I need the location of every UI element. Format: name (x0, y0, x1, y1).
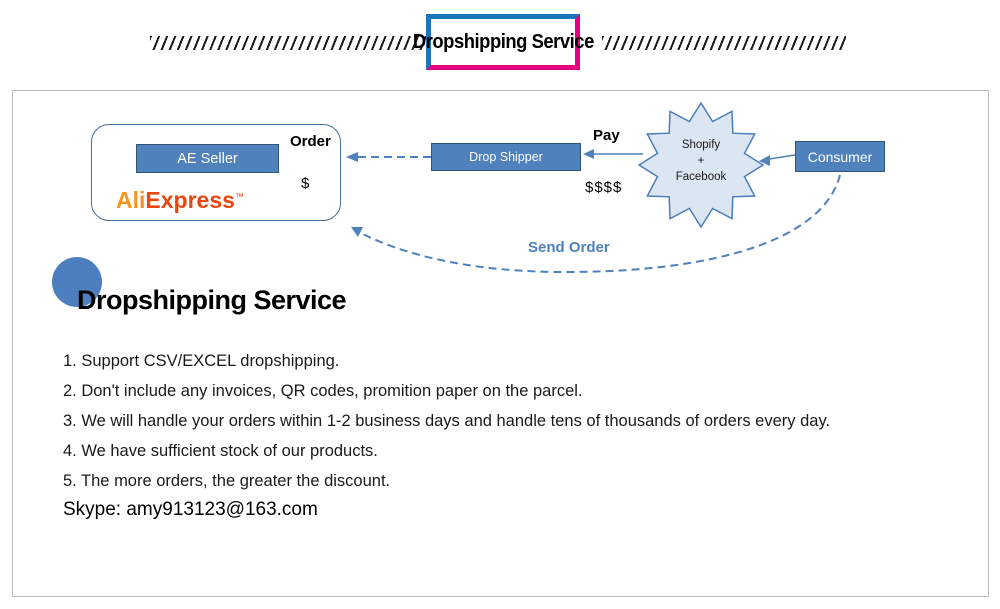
consumer-arrow-head (759, 155, 770, 166)
consumer-box: Consumer (795, 141, 885, 172)
ae-seller-box: AE Seller (136, 144, 279, 173)
blue-circle-decoration (52, 257, 102, 307)
hatch-right-decoration (602, 36, 846, 50)
list-item: 1. Support CSV/EXCEL dropshipping. (63, 352, 340, 370)
skype-contact: Skype: amy913123@163.com (63, 499, 318, 520)
aliexpress-logo-express: Express (145, 187, 235, 213)
main-content-box: AE Seller AliExpress™ Order $ Drop Shipp… (12, 90, 989, 597)
send-order-label: Send Order (528, 239, 610, 256)
star-line-plus: + (697, 155, 705, 167)
star-line-facebook: Facebook (675, 171, 727, 183)
list-item: 2. Don't include any invoices, QR codes,… (63, 382, 583, 400)
pay-arrow-head (583, 149, 594, 159)
aliexpress-logo-ali: Ali (116, 187, 146, 213)
pay-label: Pay (593, 127, 620, 144)
banner-title-brackets: Dropshipping Service (413, 14, 594, 70)
order-label: Order (290, 133, 331, 150)
trademark-symbol: ™ (234, 191, 244, 202)
consumer-arrow-line (762, 154, 796, 161)
banner-title: Dropshipping Service (412, 30, 594, 53)
dollar-label: $ (301, 175, 310, 192)
star-line-shopify: Shopify (681, 139, 721, 151)
banner: Dropshipping Service (0, 8, 1000, 88)
ae-seller-label: AE Seller (177, 150, 238, 167)
hatch-left-decoration (150, 36, 426, 50)
dollars-label: $$$$ (585, 179, 623, 196)
consumer-label: Consumer (807, 148, 873, 165)
feature-list: 1. Support CSV/EXCEL dropshipping. 2. Do… (63, 351, 973, 501)
star-platforms-text: Shopify + Facebook (651, 137, 751, 185)
send-order-arrow-head (351, 227, 363, 237)
list-item: 4. We have sufficient stock of our produ… (63, 442, 378, 460)
aliexpress-logo: AliExpress™ (116, 187, 244, 214)
drop-shipper-box: Drop Shipper (431, 143, 581, 171)
section-heading: Dropshipping Service (77, 285, 347, 315)
list-item: 5. The more orders, the greater the disc… (63, 472, 391, 490)
list-item: 3. We will handle your orders within 1-2… (63, 412, 831, 430)
drop-shipper-label: Drop Shipper (469, 150, 543, 164)
order-arrow-head (346, 152, 358, 162)
